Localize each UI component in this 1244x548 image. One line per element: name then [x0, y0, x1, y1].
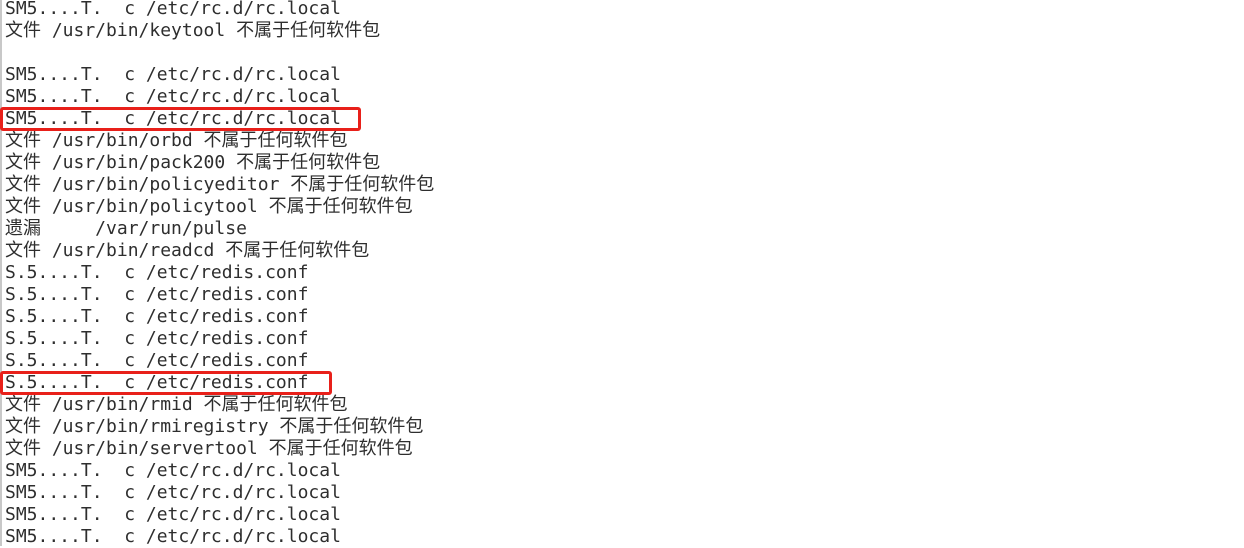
terminal-line: S.5....T. c /etc/redis.conf — [5, 350, 309, 371]
terminal-line: SM5....T. c /etc/rc.d/rc.local — [5, 460, 341, 481]
highlight-box — [0, 107, 361, 131]
terminal-line: SM5....T. c /etc/rc.d/rc.local — [5, 504, 341, 525]
terminal-line: S.5....T. c /etc/redis.conf — [5, 372, 309, 393]
terminal-line: 文件 /usr/bin/policytool 不属于任何软件包 — [5, 196, 413, 217]
terminal-line: SM5....T. c /etc/rc.d/rc.local — [5, 86, 341, 107]
terminal-line: 文件 /usr/bin/rmid 不属于任何软件包 — [5, 394, 348, 415]
terminal-line: 文件 /usr/bin/pack200 不属于任何软件包 — [5, 152, 381, 173]
terminal-line: 文件 /usr/bin/keytool 不属于任何软件包 — [5, 20, 381, 41]
terminal-line: S.5....T. c /etc/redis.conf — [5, 262, 309, 283]
terminal-line: SM5....T. c /etc/rc.d/rc.local — [5, 0, 341, 19]
terminal-line: SM5....T. c /etc/rc.d/rc.local — [5, 108, 341, 129]
terminal-line: S.5....T. c /etc/redis.conf — [5, 306, 309, 327]
terminal-line: 文件 /usr/bin/servertool 不属于任何软件包 — [5, 438, 413, 459]
terminal-line: 文件 /usr/bin/orbd 不属于任何软件包 — [5, 130, 348, 151]
terminal-line: S.5....T. c /etc/redis.conf — [5, 328, 309, 349]
terminal-line: SM5....T. c /etc/rc.d/rc.local — [5, 64, 341, 85]
terminal-line: S.5....T. c /etc/redis.conf — [5, 284, 309, 305]
terminal-line: 文件 /usr/bin/policyeditor 不属于任何软件包 — [5, 174, 435, 195]
highlight-box — [0, 371, 332, 395]
terminal-line: 遗漏 /var/run/pulse — [5, 218, 247, 239]
terminal-line: 文件 /usr/bin/readcd 不属于任何软件包 — [5, 240, 370, 261]
terminal-line: SM5....T. c /etc/rc.d/rc.local — [5, 482, 341, 503]
terminal-line: 文件 /usr/bin/rmiregistry 不属于任何软件包 — [5, 416, 424, 437]
terminal-line: SM5....T. c /etc/rc.d/rc.local — [5, 526, 341, 547]
